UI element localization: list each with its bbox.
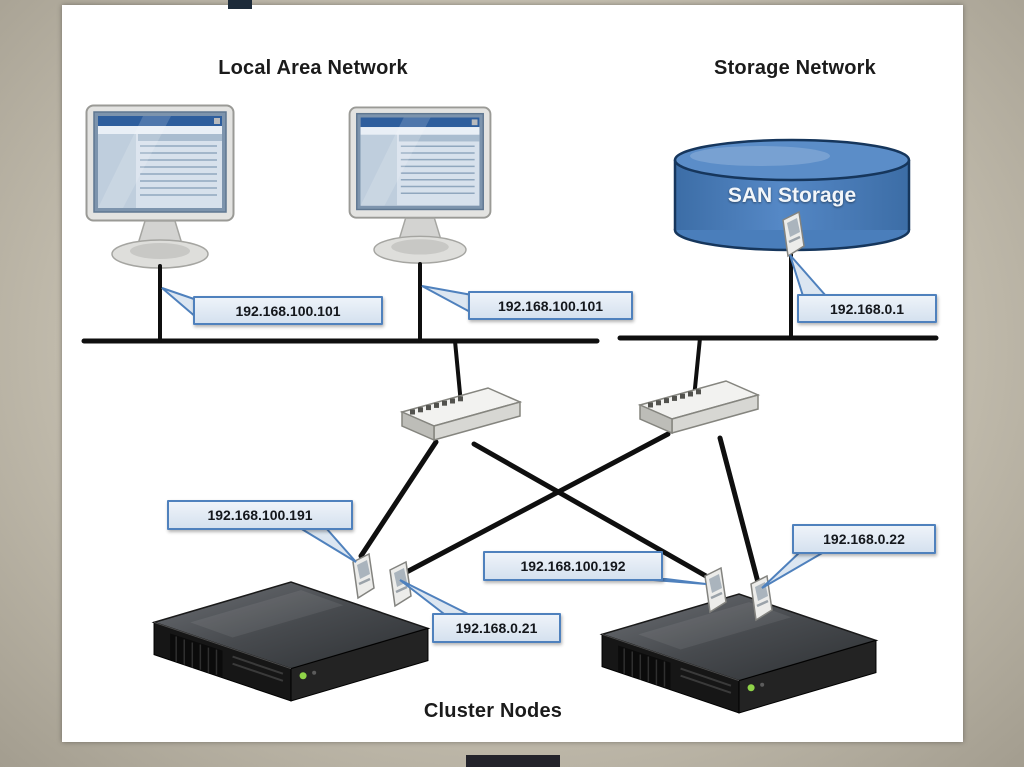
node1-storage-ip-callout: 192.168.0.21 (432, 613, 561, 643)
san-callout-tail (789, 254, 829, 297)
switch1-to-node1-line (358, 439, 439, 559)
cluster-node-server-1 (153, 581, 429, 702)
workstation1-callout-tail (161, 287, 198, 321)
lan-switch (401, 387, 521, 441)
lan-title: Local Area Network (218, 57, 408, 79)
san-storage-label: SAN Storage (727, 184, 857, 207)
node2-storage-ip-callout: 192.168.0.22 (792, 524, 936, 554)
switch1-to-node2-line (471, 441, 716, 583)
storage-switch (639, 380, 759, 434)
workstation2-callout-tail (421, 285, 473, 315)
node2-lan-ip-callout: 192.168.100.192 (483, 551, 663, 581)
workstation2-ip-callout: 192.168.100.101 (468, 291, 633, 320)
network-links (81, 250, 939, 593)
lan-bus-to-switch1-line (453, 339, 463, 406)
workstation-monitor-1 (85, 104, 235, 269)
top-edge-mark (228, 0, 252, 9)
node1-lan-ip-callout: 192.168.100.191 (167, 500, 353, 530)
switch2-to-node1-line (396, 431, 671, 579)
cluster-node-server-2 (601, 593, 877, 714)
switch2-to-node2-line (717, 435, 763, 593)
node2-storage-callout-tail (761, 551, 828, 589)
node1-lan-nic (351, 552, 376, 600)
storage-title: Storage Network (714, 57, 876, 79)
node1-storage-callout-tail (399, 579, 475, 618)
bottom-edge-mark (466, 755, 560, 767)
cluster-nodes-title: Cluster Nodes (423, 700, 563, 722)
node1-lan-callout-tail (296, 527, 357, 563)
workstation1-ip-callout: 192.168.100.101 (193, 296, 383, 325)
storage-bus-to-switch2-line (692, 336, 702, 400)
san-ip-callout: 192.168.0.1 (797, 294, 937, 323)
workstation-monitor-2 (348, 106, 492, 265)
callout-tails (161, 254, 829, 618)
